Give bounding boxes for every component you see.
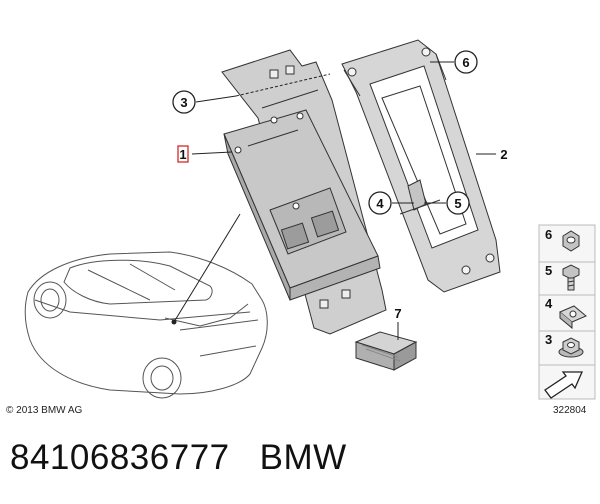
- callout-1: 1: [177, 145, 189, 163]
- drawing-number: 322804: [553, 405, 587, 416]
- callout-6-label: 6: [462, 55, 469, 70]
- callout-7: 7: [394, 306, 401, 321]
- callout-5-label: 5: [454, 196, 461, 211]
- callout-5: 5: [446, 191, 470, 215]
- legend-num-5: 5: [545, 263, 552, 278]
- legend-num-4: 4: [545, 296, 553, 311]
- direction-arrow-icon: [544, 371, 583, 399]
- callout-3: 3: [172, 90, 196, 114]
- callout-6: 6: [454, 50, 478, 74]
- callout-leaders: [191, 61, 496, 340]
- callout-4-label: 4: [376, 196, 384, 211]
- callout-2-label: 2: [500, 147, 507, 162]
- caption: 84106836777 BMW: [10, 438, 347, 478]
- part-number: 84106836777: [10, 438, 230, 477]
- flange-nut-icon: [558, 337, 584, 358]
- legend-num-6: 6: [545, 227, 552, 242]
- callout-4: 4: [368, 191, 392, 215]
- control-module: [223, 109, 381, 301]
- callout-1-label: 1: [179, 147, 186, 162]
- antenna-box: [354, 331, 418, 371]
- hex-nut-icon: [562, 230, 580, 252]
- clip-nut-icon: [559, 305, 587, 330]
- fastener-legend: 6 5 4 3: [538, 224, 596, 400]
- callout-3-label: 3: [180, 95, 187, 110]
- callout-7-label: 7: [394, 306, 401, 321]
- copyright-text: © 2013 BMW AG: [6, 405, 83, 416]
- leader-car-dot: [171, 319, 177, 325]
- leader-car-to-module: [173, 213, 241, 323]
- brand-name: BMW: [259, 438, 347, 477]
- legend-num-3: 3: [545, 332, 552, 347]
- hex-bolt-icon: [562, 264, 580, 291]
- car-outline-icon: [24, 251, 268, 399]
- callout-2: 2: [500, 147, 507, 162]
- parts-diagram: 1 2 3 4 5 6 7 6 5 4 3: [24, 39, 596, 400]
